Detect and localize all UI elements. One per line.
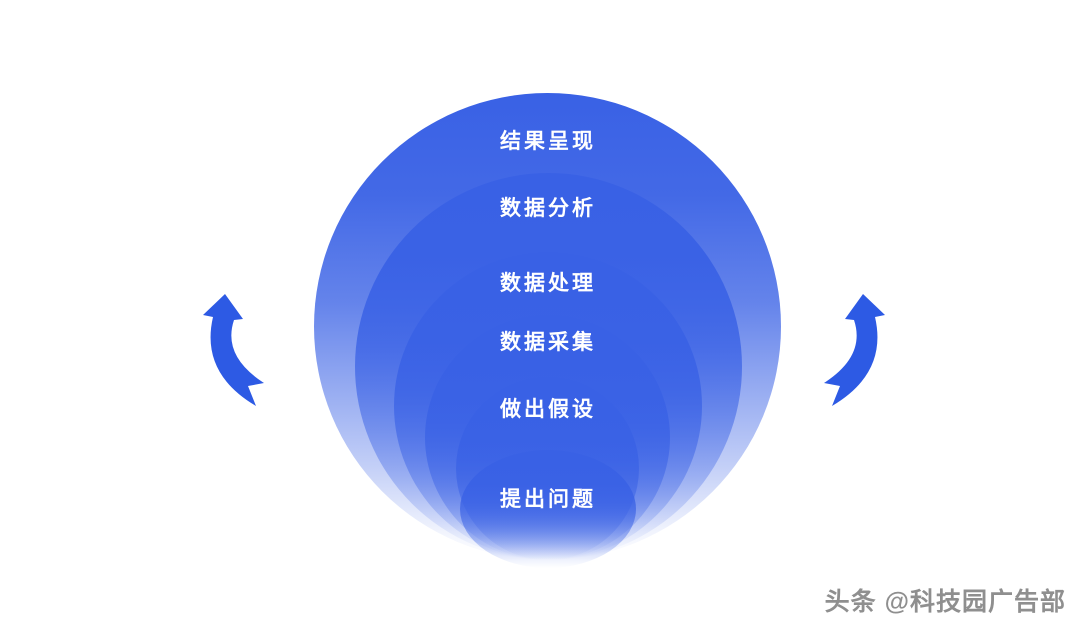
level-label-1: 结果呈现	[500, 130, 596, 153]
level-label-3: 数据处理	[500, 272, 596, 295]
curved-up-arrow-left-icon	[203, 294, 264, 406]
curved-up-arrow-right-icon	[824, 294, 885, 406]
level-label-5: 做出假设	[500, 398, 596, 421]
level-label-2: 数据分析	[500, 197, 596, 220]
ring-circle-6	[460, 450, 636, 568]
level-label-6: 提出问题	[500, 488, 596, 511]
level-label-4: 数据采集	[500, 331, 596, 354]
watermark-text: 头条 @科技园广告部	[824, 588, 1066, 616]
